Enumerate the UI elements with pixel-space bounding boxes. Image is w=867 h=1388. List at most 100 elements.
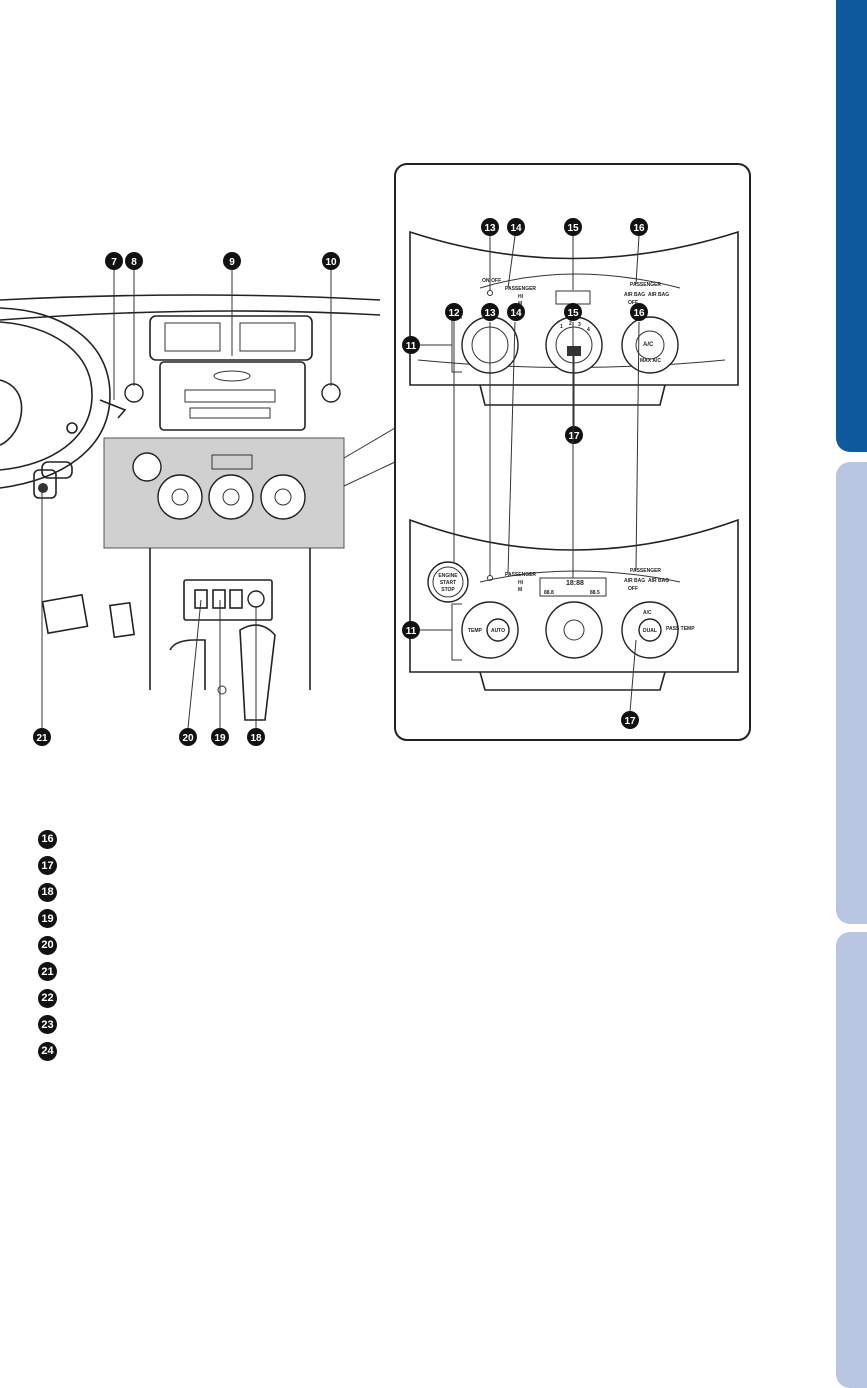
svg-text:8: 8 — [131, 257, 137, 268]
svg-text:20: 20 — [182, 733, 194, 744]
svg-text:7: 7 — [111, 257, 117, 268]
svg-text:10: 10 — [325, 257, 337, 268]
callout-badge: 19 — [38, 909, 57, 929]
steering-wheel — [0, 307, 127, 499]
svg-text:13: 13 — [484, 308, 496, 319]
callout-18: 18 — [247, 728, 265, 746]
callout-17: 17 — [621, 711, 639, 729]
svg-text:AIR BAG: AIR BAG — [648, 292, 669, 298]
callout-19: 19 — [211, 728, 229, 746]
callout-17: 17 — [565, 426, 583, 444]
svg-text:13: 13 — [484, 223, 496, 234]
svg-text:AIR BAG: AIR BAG — [648, 578, 669, 584]
list-item: 22 — [38, 985, 57, 1012]
callout-15: 15 — [564, 303, 582, 321]
callout-badge: 18 — [38, 882, 57, 902]
svg-text:4: 4 — [587, 327, 590, 333]
list-item: 23 — [38, 1012, 57, 1039]
dashboard-diagram: .ln { fill:none; stroke:#222; stroke-wid… — [0, 163, 751, 746]
svg-text:ENGINE: ENGINE — [438, 573, 458, 579]
callout-13: 13 — [481, 303, 499, 321]
section-tab[interactable] — [836, 462, 867, 924]
section-tab[interactable] — [836, 932, 867, 1388]
svg-text:15: 15 — [567, 308, 579, 319]
accelerator-pedal — [108, 601, 136, 639]
svg-text:AIR BAG: AIR BAG — [624, 578, 645, 584]
button-10 — [321, 383, 341, 403]
svg-text:21: 21 — [36, 733, 48, 744]
automatic-climate-panel: ENGINE START STOP PASSENGER HI M 18:88 8… — [409, 321, 739, 713]
svg-text:16: 16 — [633, 308, 645, 319]
svg-text:14: 14 — [510, 308, 522, 319]
callout-15: 15 — [564, 218, 582, 236]
svg-text:18: 18 — [250, 733, 262, 744]
list-item: 21 — [38, 959, 57, 986]
callout-16: 16 — [630, 218, 648, 236]
callout-12: 12 — [445, 303, 463, 321]
svg-text:2: 2 — [569, 321, 572, 327]
callout-badge: 23 — [38, 1015, 57, 1035]
callout-9: 9 — [223, 252, 241, 270]
callout-16: 16 — [630, 303, 648, 321]
shift-lever — [239, 624, 276, 721]
svg-text:17: 17 — [568, 431, 580, 442]
svg-text:STOP: STOP — [441, 587, 455, 593]
svg-text:HI: HI — [518, 294, 524, 300]
svg-text:AUTO: AUTO — [491, 628, 505, 634]
svg-text:MAX A/C: MAX A/C — [640, 358, 661, 364]
audio-unit — [159, 361, 306, 431]
center-vents — [149, 315, 313, 361]
svg-text:HI: HI — [518, 580, 524, 586]
svg-text:3: 3 — [578, 322, 581, 328]
callout-badge: 16 — [38, 829, 57, 849]
callout-badge: 22 — [38, 988, 57, 1008]
brake-pedal — [41, 593, 89, 635]
svg-text:DUAL: DUAL — [643, 628, 657, 634]
svg-text:9: 9 — [229, 257, 235, 268]
engine-start-stop-button — [427, 561, 469, 603]
callout-badge: 21 — [38, 962, 57, 982]
callout-badge: 17 — [38, 856, 57, 876]
callout-10: 10 — [322, 252, 340, 270]
svg-text:1: 1 — [560, 324, 563, 330]
callout-8: 8 — [125, 252, 143, 270]
svg-text:18:88: 18:88 — [566, 580, 584, 587]
svg-text:PASSENGER: PASSENGER — [630, 568, 661, 574]
dashboard-illustration — [0, 270, 396, 729]
section-tab-active[interactable] — [836, 0, 867, 452]
svg-text:88.5: 88.5 — [590, 590, 600, 596]
svg-text:17: 17 — [624, 716, 636, 727]
callout-badge: 20 — [38, 935, 57, 955]
svg-text:OFF: OFF — [628, 586, 638, 592]
svg-text:START: START — [440, 580, 456, 586]
svg-text:PASSENGER: PASSENGER — [630, 282, 661, 288]
button-8 — [124, 383, 144, 403]
svg-text:PASSENGER: PASSENGER — [505, 572, 536, 578]
svg-text:19: 19 — [214, 733, 226, 744]
svg-text:M: M — [518, 587, 522, 593]
manual-climate-panel: ON·OFF PASSENGER HI M PASSENGER AIR BAG … — [409, 230, 739, 426]
list-item: 20 — [38, 932, 57, 959]
callout-number-list: 16 17 18 19 20 21 22 23 24 — [38, 826, 57, 1065]
callout-14: 14 — [507, 303, 525, 321]
callout-20: 20 — [179, 728, 197, 746]
list-item: 16 — [38, 826, 57, 853]
svg-text:16: 16 — [633, 223, 645, 234]
list-item: 17 — [38, 853, 57, 880]
list-item: 19 — [38, 906, 57, 933]
svg-text:PASS TEMP: PASS TEMP — [666, 626, 695, 632]
svg-text:A/C: A/C — [643, 610, 652, 616]
svg-text:15: 15 — [567, 223, 579, 234]
callout-14: 14 — [507, 218, 525, 236]
svg-text:PASSENGER: PASSENGER — [505, 286, 536, 292]
svg-text:12: 12 — [448, 308, 460, 319]
callout-21: 21 — [33, 728, 51, 746]
svg-text:88.8: 88.8 — [544, 590, 554, 596]
svg-text:11: 11 — [406, 341, 417, 352]
list-item: 18 — [38, 879, 57, 906]
svg-text:A/C: A/C — [643, 342, 654, 348]
callout-13: 13 — [481, 218, 499, 236]
console-switch-panel — [183, 579, 273, 621]
callout-badge: 24 — [38, 1041, 57, 1061]
svg-text:OFF: OFF — [628, 300, 638, 306]
